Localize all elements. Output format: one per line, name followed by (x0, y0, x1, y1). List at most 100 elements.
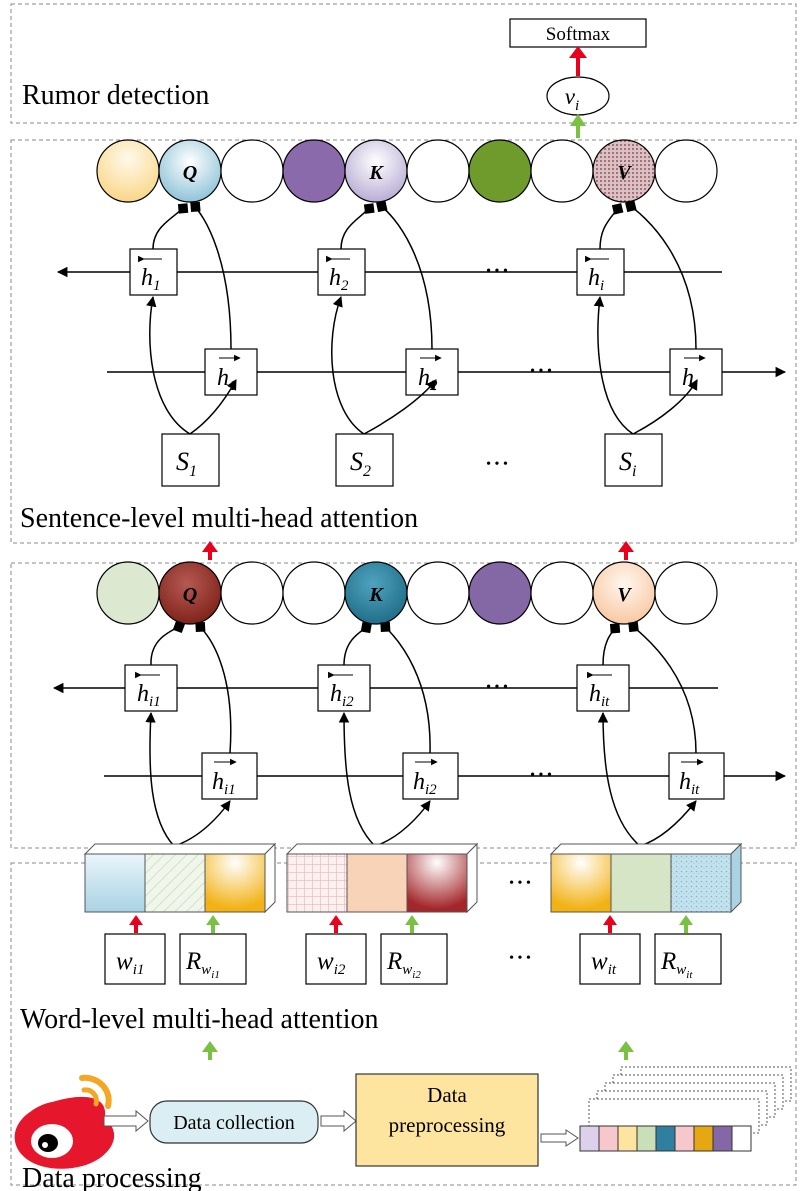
processing-to-word-arrow-2 (618, 1041, 634, 1060)
word-fwd-hidden-1: hi1 (201, 752, 258, 800)
sent-head-circle-4 (282, 139, 346, 203)
word-fwd-hidden-t: hit (668, 752, 725, 800)
rumor-section-frame (10, 3, 797, 124)
data-preprocessing-label-2: preprocessing (389, 1113, 506, 1137)
word-back-hidden-t: hit (576, 664, 630, 712)
svg-text:h1: h1 (141, 265, 161, 294)
word-forward-ellipsis: • • • (530, 768, 552, 783)
word-input-w1: wi1 (104, 933, 166, 985)
sentence-vector-label: vi (565, 84, 579, 114)
weibo-to-collection-arrow (103, 1109, 149, 1133)
svg-text:Si: Si (619, 447, 636, 480)
sent-fwd-hidden-2: h2 (405, 348, 459, 396)
sent-input-s1: S1 (161, 433, 220, 487)
word-head-circle-6 (406, 561, 470, 625)
preprocess-to-vectors-arrow (540, 1129, 579, 1147)
word-input-rt: Rwit (654, 933, 722, 985)
svg-text:h2: h2 (329, 265, 349, 294)
word-input-r2: Rwi2 (380, 933, 448, 985)
sent-input-s2: S2 (335, 433, 394, 487)
word-input-arrows (129, 915, 693, 933)
processing-to-word-arrow-1 (202, 1041, 218, 1060)
word-fwd-hidden-2: hi2 (402, 752, 459, 800)
word-connections (145, 620, 697, 847)
sent-q-label: Q (183, 162, 197, 184)
sentence-section-title: Sentence-level multi-head attention (20, 503, 418, 534)
sent-backward-ellipsis: • • • (486, 264, 508, 279)
word-embedding-cube-1 (83, 842, 277, 914)
sent-v-label: V (617, 162, 632, 184)
data-collection-label: Data collection (173, 1112, 295, 1134)
word-head-circle-3 (220, 561, 284, 625)
vector-sequence-stack-icon (579, 1066, 792, 1152)
processing-section-title: Data processing (22, 1163, 202, 1191)
word-head-circle-4 (282, 561, 346, 625)
svg-text:hi: hi (588, 265, 604, 294)
sent-back-hidden-i: hi (576, 248, 625, 296)
sent-back-hidden-1: h1 (129, 248, 178, 296)
word-attention-row: Q K V (96, 561, 718, 625)
sentence-section-frame (10, 139, 797, 544)
svg-text:wi2: wi2 (317, 948, 346, 978)
sentence-attention-row: Q K V (96, 139, 718, 203)
svg-text:hit: hit (589, 681, 610, 710)
svg-text:hi2: hi2 (330, 681, 354, 710)
word-input-w2: wi2 (305, 933, 367, 985)
word-input-r1: Rwi1 (179, 933, 247, 985)
word-backward-ellipsis: • • • (486, 680, 508, 695)
word-to-sentence-arrow-1 (202, 541, 218, 560)
svg-text:Rwi2: Rwi2 (386, 948, 421, 981)
softmax-box (509, 18, 647, 48)
sent-head-circle-8 (530, 139, 594, 203)
word-k-label: K (368, 584, 384, 606)
sent-head-circle-7 (468, 139, 532, 203)
sent-fwd-hidden-i: hi (669, 348, 723, 396)
sent-input-si: Si (604, 433, 663, 487)
sent-forward-ellipsis: • • • (530, 364, 552, 379)
sent-head-circle-6 (406, 139, 470, 203)
word-back-hidden-2: hi2 (317, 664, 371, 712)
svg-text:Rwi1: Rwi1 (185, 948, 220, 981)
word-q-label: Q (183, 584, 197, 606)
word-head-circle-10 (654, 561, 718, 625)
word-section-frame (10, 562, 797, 849)
word-embedding-cube-t (549, 842, 743, 914)
sent-back-hidden-2: h2 (317, 248, 366, 296)
word-head-circle-8 (530, 561, 594, 625)
sent-head-circle-1 (96, 139, 160, 203)
word-head-circle-1 (96, 561, 160, 625)
word-back-hidden-1: hi1 (124, 664, 178, 712)
rumor-section-title: Rumor detection (22, 80, 209, 111)
word-section-title: Word-level multi-head attention (20, 1004, 379, 1035)
svg-text:hi2: hi2 (413, 769, 437, 798)
weibo-logo-icon (14, 1074, 115, 1169)
softmax-label: Softmax (546, 24, 611, 45)
svg-text:wi1: wi1 (116, 948, 144, 978)
sent-input-ellipsis: • • • (486, 457, 508, 472)
sent-connections (146, 200, 698, 435)
data-preprocessing-box (355, 1073, 539, 1167)
word-to-sentence-arrow-2 (618, 541, 634, 560)
svg-text:wit: wit (591, 948, 617, 978)
softmax-up-arrow (569, 46, 587, 76)
svg-text:S1: S1 (176, 447, 197, 480)
word-head-circle-7 (468, 561, 532, 625)
rumor-input-up-arrow (570, 114, 586, 138)
sent-head-circle-10 (654, 139, 718, 203)
collection-to-preprocess-arrow (320, 1109, 357, 1133)
data-preprocessing-label-1: Data (427, 1083, 467, 1107)
svg-text:hi1: hi1 (137, 681, 161, 710)
word-v-label: V (617, 584, 632, 606)
word-embedding-cube-2 (285, 842, 479, 914)
svg-text:S2: S2 (350, 447, 371, 480)
sent-k-label: K (368, 162, 384, 184)
word-cube-ellipsis: • • • (509, 876, 531, 891)
word-input-wt: wit (579, 933, 641, 985)
svg-text:hi1: hi1 (212, 769, 236, 798)
sent-head-circle-3 (220, 139, 284, 203)
svg-text:hit: hit (679, 769, 700, 798)
data-collection-box (149, 1100, 319, 1144)
svg-text:Rwit: Rwit (660, 948, 693, 981)
word-input-ellipsis: • • • (509, 951, 531, 966)
